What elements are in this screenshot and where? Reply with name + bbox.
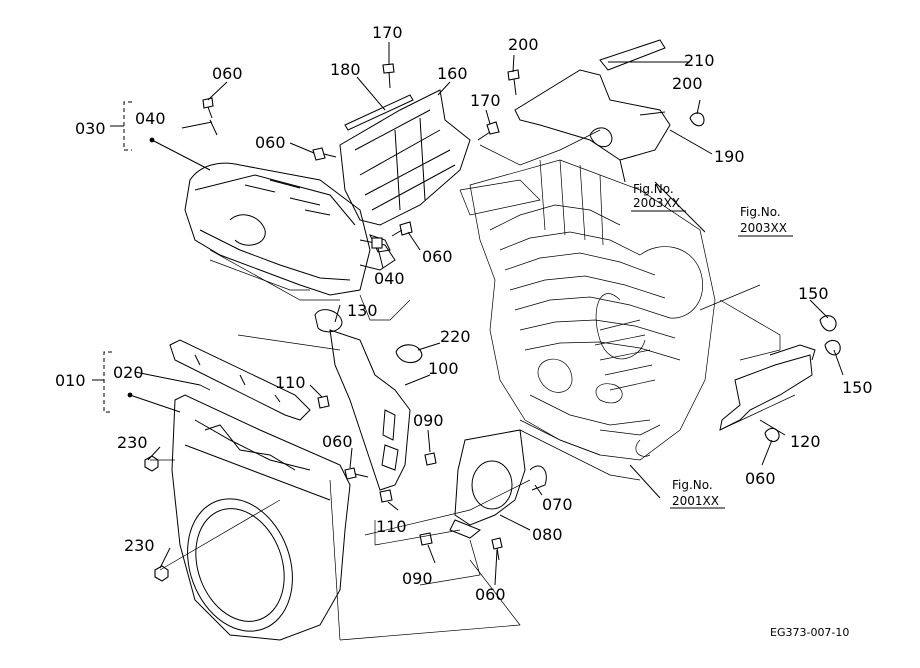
figure-references: Fig.No. 2003XX Fig.No. 2003XX Fig.No. 20… (631, 182, 793, 509)
seal-strip-180 (344, 94, 414, 131)
label-060: 060 (322, 432, 353, 451)
side-plate-100 (314, 309, 411, 491)
fig-ref-3-number: 2001XX (672, 494, 719, 508)
engine-block (469, 159, 716, 461)
label-120: 120 (790, 432, 821, 451)
label-220: 220 (440, 327, 471, 346)
label-170: 170 (470, 91, 501, 110)
label-080: 080 (532, 525, 563, 544)
fasteners (127, 63, 841, 582)
label-010: 010 (55, 371, 86, 390)
fig-ref-1-title: Fig.No. (633, 182, 674, 196)
label-190: 190 (714, 147, 745, 166)
label-060: 060 (745, 469, 776, 488)
label-030: 030 (75, 119, 106, 138)
label-150: 150 (842, 378, 873, 397)
label-060: 060 (212, 64, 243, 83)
label-230: 230 (124, 536, 155, 555)
label-090: 090 (402, 569, 433, 588)
right-cover-120 (719, 344, 816, 431)
label-200: 200 (508, 35, 539, 54)
label-100: 100 (428, 359, 459, 378)
fig-ref-2-number: 2003XX (740, 221, 787, 235)
bracket-210 (514, 39, 671, 161)
clip-070 (529, 465, 547, 491)
label-040: 040 (374, 269, 405, 288)
label-060: 060 (255, 133, 286, 152)
label-230: 230 (117, 433, 148, 452)
fan-shroud-010 (171, 394, 351, 641)
fig-ref-3-title: Fig.No. (672, 478, 713, 492)
label-150: 150 (798, 284, 829, 303)
label-180: 180 (330, 60, 361, 79)
label-160: 160 (437, 64, 468, 83)
seal-strip-020 (169, 339, 311, 421)
lower-bracket-080 (449, 429, 526, 539)
label-090: 090 (413, 411, 444, 430)
drawing-code: EG373-007-10 (770, 626, 849, 639)
label-110: 110 (275, 373, 306, 392)
label-200: 200 (672, 74, 703, 93)
upper-air-cover (184, 162, 396, 296)
label-070: 070 (542, 495, 573, 514)
label-060: 060 (422, 247, 453, 266)
assembly-bracket-ticks (92, 125, 124, 381)
label-170: 170 (372, 23, 403, 42)
part-labels: 010 020 030 040 040 060 060 060 060 060 … (55, 23, 873, 604)
label-020: 020 (113, 363, 144, 382)
label-060: 060 (475, 585, 506, 604)
upper-shroud-160 (339, 89, 471, 226)
leader-lines (129, 42, 844, 641)
clip-040 (209, 119, 391, 253)
label-110: 110 (376, 517, 407, 536)
fig-ref-1-number: 2003XX (633, 196, 680, 210)
label-210: 210 (684, 51, 715, 70)
fig-ref-2-title: Fig.No. (740, 205, 781, 219)
label-040: 040 (135, 109, 166, 128)
label-130: 130 (347, 301, 378, 320)
